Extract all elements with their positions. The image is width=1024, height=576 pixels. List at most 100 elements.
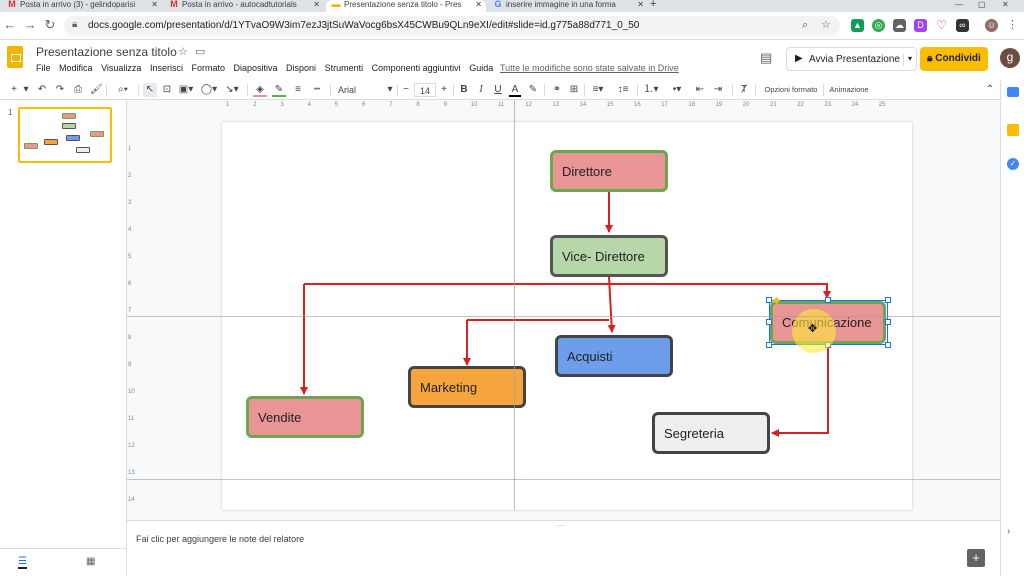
- numbered-list-icon[interactable]: ⒈▾: [643, 84, 659, 95]
- menu-strumenti[interactable]: Strumenti: [324, 63, 364, 73]
- move-folder-icon[interactable]: ▭: [195, 46, 206, 58]
- clear-formatting-icon[interactable]: Ⱦ: [740, 84, 748, 95]
- redo-icon[interactable]: ↷: [55, 84, 65, 95]
- resize-handle[interactable]: [766, 342, 772, 348]
- drive-extension-icon[interactable]: ▲: [851, 19, 864, 32]
- chrome-menu-icon[interactable]: ⋮: [1006, 19, 1019, 32]
- reload-icon[interactable]: ↻: [44, 17, 56, 32]
- line-icon[interactable]: ↘▾: [225, 84, 239, 95]
- chevron-down-icon[interactable]: ▾: [23, 84, 29, 95]
- font-size-input[interactable]: 14: [414, 83, 436, 97]
- glasses-extension-icon[interactable]: ∞: [956, 19, 969, 32]
- speaker-notes-panel[interactable]: Fai clic per aggiungere le note del rela…: [127, 520, 1000, 576]
- star-icon[interactable]: ☆: [178, 46, 188, 58]
- browser-tab[interactable]: G inserire immagine in una forma ✕: [494, 0, 644, 9]
- chevron-up-icon[interactable]: ⌃: [985, 84, 995, 95]
- menu-componenti[interactable]: Componenti aggiuntivi: [371, 63, 461, 73]
- close-tab-icon[interactable]: ✕: [637, 0, 644, 9]
- border-dash-icon[interactable]: ┅: [313, 84, 321, 95]
- cloud-extension-icon[interactable]: ☁: [893, 19, 906, 32]
- shape-icon[interactable]: ◯▾: [200, 84, 218, 95]
- comments-icon[interactable]: ▤: [760, 50, 773, 65]
- url-bar[interactable]: 🔒︎ docs.google.com/presentation/d/1YTvaO…: [64, 16, 840, 36]
- org-box-acquisti[interactable]: Acquisti: [555, 335, 673, 377]
- menu-guida[interactable]: Guida: [469, 63, 494, 73]
- connector-arrow[interactable]: [304, 283, 831, 299]
- explore-icon[interactable]: +: [967, 549, 985, 567]
- link-icon[interactable]: ⚭: [552, 84, 562, 95]
- connector-arrow[interactable]: [771, 344, 829, 437]
- avatar[interactable]: g: [1000, 48, 1020, 68]
- image-icon[interactable]: ▣▾: [178, 84, 194, 95]
- highlight-icon[interactable]: ✎: [528, 84, 538, 95]
- heart-extension-icon[interactable]: ♡: [935, 18, 948, 32]
- org-box-marketing[interactable]: Marketing: [408, 366, 526, 408]
- resize-handle[interactable]: [825, 297, 831, 303]
- grid-view-icon[interactable]: ▦: [86, 556, 96, 567]
- text-color-icon[interactable]: A: [509, 83, 521, 97]
- save-status[interactable]: Tutte le modifiche sono state salvate in…: [500, 63, 679, 73]
- menu-disponi[interactable]: Disponi: [286, 63, 317, 73]
- resize-grip-icon[interactable]: ···: [557, 521, 565, 530]
- calendar-icon[interactable]: [1007, 87, 1019, 97]
- italic-icon[interactable]: I: [479, 84, 483, 95]
- keep-icon[interactable]: [1007, 124, 1019, 136]
- print-icon[interactable]: ⎙: [74, 84, 82, 95]
- paint-format-icon[interactable]: 🖌︎: [90, 84, 103, 95]
- org-box-vice-direttore[interactable]: Vice- Direttore: [550, 235, 668, 277]
- speaker-notes-placeholder[interactable]: Fai clic per aggiungere le note del rela…: [136, 534, 305, 544]
- fill-color-icon[interactable]: ◈: [253, 83, 267, 97]
- slide-thumbnail[interactable]: [18, 107, 112, 163]
- bulleted-list-icon[interactable]: •▾: [672, 84, 682, 95]
- browser-tab[interactable]: M Posta in arrivo (3) - gelindoparisi ✕: [8, 0, 158, 9]
- org-box-segreteria[interactable]: Segreteria: [652, 412, 770, 454]
- back-icon[interactable]: ←: [3, 17, 17, 32]
- share-button[interactable]: 🔒︎ Condividi: [920, 47, 988, 71]
- resize-handle[interactable]: [766, 297, 772, 303]
- resize-handle[interactable]: [885, 297, 891, 303]
- search-icon[interactable]: ⌕: [802, 19, 809, 31]
- minimize-window-icon[interactable]: —: [955, 0, 963, 9]
- new-slide-icon[interactable]: +: [11, 84, 17, 95]
- menu-file[interactable]: File: [36, 63, 51, 73]
- close-tab-icon[interactable]: ✕: [475, 0, 482, 9]
- forward-icon[interactable]: →: [23, 17, 37, 32]
- org-box-vendite[interactable]: Vendite: [246, 396, 364, 438]
- chrome-extension-icon[interactable]: ◎: [872, 19, 885, 32]
- org-box-direttore[interactable]: Direttore: [550, 150, 668, 192]
- chevron-right-icon[interactable]: ›: [1007, 526, 1011, 537]
- undo-icon[interactable]: ↶: [37, 84, 47, 95]
- resize-handle[interactable]: [885, 342, 891, 348]
- underline-icon[interactable]: U: [494, 84, 502, 95]
- font-family-select[interactable]: Arial: [338, 85, 357, 95]
- menu-diapositiva[interactable]: Diapositiva: [233, 63, 278, 73]
- zoom-icon[interactable]: ⌕▾: [118, 84, 128, 95]
- decrease-indent-icon[interactable]: ⇤: [695, 84, 705, 95]
- profile-icon[interactable]: ☺: [985, 19, 998, 32]
- tasks-icon[interactable]: ✓: [1007, 158, 1019, 170]
- new-tab-button[interactable]: +: [650, 0, 657, 10]
- browser-tab[interactable]: M Posta in arrivo - autocadtutorials ✕: [170, 0, 320, 9]
- close-window-icon[interactable]: ✕: [1002, 0, 1009, 9]
- select-cursor-icon[interactable]: ↖: [143, 83, 157, 97]
- format-options-button[interactable]: Opzioni formato: [764, 85, 818, 94]
- menu-modifica[interactable]: Modifica: [59, 63, 93, 73]
- present-button[interactable]: ▶ Avvia Presentazione ▾: [786, 47, 917, 71]
- resize-handle[interactable]: [766, 319, 772, 325]
- browser-tab-active[interactable]: ▬ Presentazione senza titolo - Pres ✕: [326, 0, 486, 12]
- increase-font-size-icon[interactable]: +: [441, 84, 447, 95]
- decrease-font-size-icon[interactable]: −: [403, 84, 409, 95]
- menu-visualizza[interactable]: Visualizza: [101, 63, 142, 73]
- add-comment-icon[interactable]: ⊞: [569, 84, 579, 95]
- maximize-window-icon[interactable]: ▢: [978, 0, 986, 9]
- d-extension-icon[interactable]: D: [914, 19, 927, 32]
- chevron-down-icon[interactable]: ▾: [387, 84, 393, 95]
- text-box-icon[interactable]: ⊡: [162, 84, 172, 95]
- animation-button[interactable]: Animazione: [829, 85, 869, 94]
- slides-logo[interactable]: [7, 46, 23, 68]
- align-icon[interactable]: ≡▾: [592, 84, 604, 95]
- document-title[interactable]: Presentazione senza titolo: [36, 45, 177, 59]
- menu-inserisci[interactable]: Inserisci: [149, 63, 183, 73]
- increase-indent-icon[interactable]: ⇥: [713, 84, 723, 95]
- star-icon[interactable]: ☆: [821, 19, 831, 31]
